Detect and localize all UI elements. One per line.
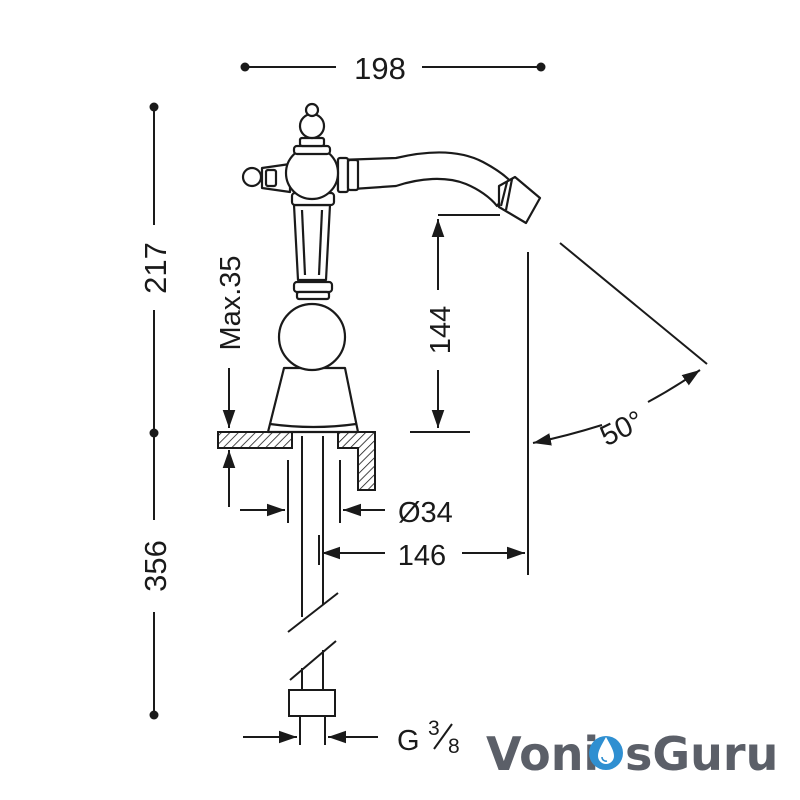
dimension-hole-label: Ø34 xyxy=(398,497,453,529)
dimension-max-deck-label: Max.35 xyxy=(215,255,247,350)
dimension-hole xyxy=(240,460,385,523)
dimension-height-line xyxy=(149,102,159,720)
countertop xyxy=(217,431,376,491)
dimension-height-lower-label: 356 xyxy=(138,540,173,592)
dimension-spout-height-label: 144 xyxy=(425,306,457,354)
dimension-reach xyxy=(322,252,529,575)
supply-hose xyxy=(287,436,339,717)
dimension-width xyxy=(240,62,546,72)
vonios-guru-logo: Voni sGuru xyxy=(486,727,778,781)
logo-text-part1: Voni xyxy=(486,727,599,781)
dimension-width-label: 198 xyxy=(354,51,406,86)
logo-text-part2: sGuru xyxy=(625,727,778,781)
water-drop-icon xyxy=(589,736,623,770)
faucet-body xyxy=(241,102,542,434)
dimension-height-upper-label: 217 xyxy=(138,242,173,294)
dimension-thread xyxy=(243,716,453,750)
dimension-thread-denominator: 8 xyxy=(448,735,460,758)
dimension-angle-label: 50° xyxy=(595,405,648,453)
dimension-angle xyxy=(532,242,708,446)
dimension-thread-prefix: G xyxy=(397,725,420,757)
dimension-reach-label: 146 xyxy=(398,540,446,572)
dimension-thread-numerator: 3 xyxy=(428,717,440,740)
dimension-spout-height xyxy=(410,214,500,433)
